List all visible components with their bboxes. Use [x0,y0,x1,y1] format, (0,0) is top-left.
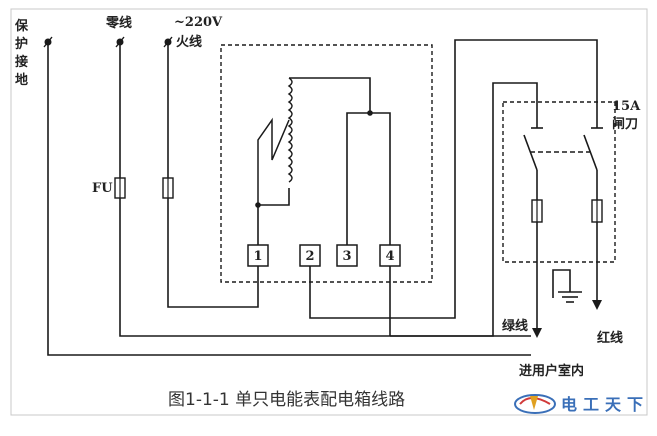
current-coil [257,117,290,205]
ground-label-3: 接 [15,54,28,70]
neutral-label: 零线 [105,15,132,31]
meter-terminal-3 [336,244,358,267]
terminal-1-wire [257,188,290,245]
fuse-centers [119,178,169,198]
meter-terminal-4 [379,244,401,267]
breaker-rating-label: 15A [612,99,641,114]
neutral-wire [119,42,531,337]
watermark-text: 电工天下 [561,395,649,414]
red-wire-label: 红线 [597,330,623,346]
input-terminals [44,38,172,46]
incoming-fuses [114,177,174,199]
terminal-label-1: 1 [253,249,262,264]
ground-label-2: 护 [15,36,28,52]
coil-junction [367,110,373,116]
breaker-box [502,101,616,263]
image-frame [10,8,648,416]
voltage-label: ~220V [174,15,223,30]
terminal-label-2: 2 [305,249,314,264]
ground-symbol [558,291,582,303]
meter-box [220,44,433,283]
terminal-label-4: 4 [385,249,394,264]
ground-stub [552,269,571,298]
meter-out-wire-4 [390,82,538,337]
output-arrows [532,300,602,338]
meter-terminals [247,244,401,267]
wires [47,39,598,356]
terminal-1-junction [255,202,261,208]
meter-out-wire-2 [309,39,598,319]
coil-tap-wire [289,77,391,245]
red-arrow [592,300,602,310]
ground-label-1: 保 [14,18,29,34]
live-label: 火线 [176,34,202,50]
breaker-switch [523,105,603,171]
ground-wire [47,42,531,356]
watermark-logo [514,394,556,414]
voltage-coil [287,77,293,183]
meter-terminal-2 [299,244,321,267]
meter-wire-3 [346,112,370,266]
breaker-name-label: 闸刀 [612,116,638,132]
ground-label-4: 地 [15,72,28,88]
terminal-label-3: 3 [342,249,351,264]
breaker-fuses [531,199,603,223]
indoor-label: 进用户室内 [519,363,584,379]
green-arrow [532,328,542,338]
fuse-label: FU [92,181,113,196]
diagram-caption: 图1-1-1 单只电能表配电箱线路 [168,390,405,410]
meter-terminal-1 [247,244,269,267]
live-wire [167,42,259,308]
terminal-slashes [43,36,173,48]
green-wire-label: 绿线 [502,318,528,334]
